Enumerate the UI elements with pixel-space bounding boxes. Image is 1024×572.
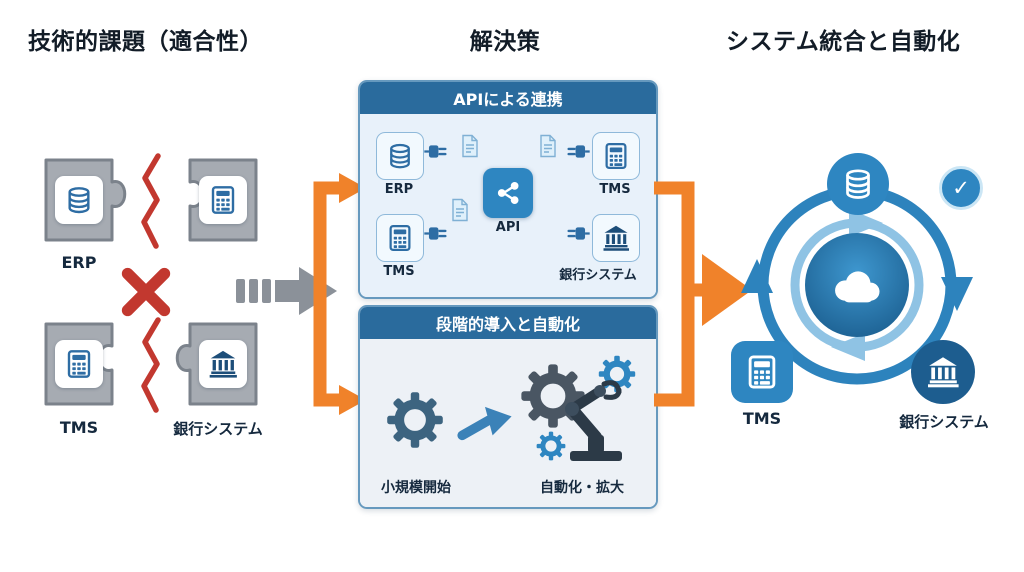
crack-icon xyxy=(141,153,161,249)
bank-label: 銀行システム xyxy=(173,420,263,438)
bank-icon xyxy=(207,348,239,380)
plug-icon xyxy=(424,142,451,161)
api-hub xyxy=(483,168,533,218)
api-tms-bottom-label: TMS xyxy=(383,264,415,279)
robot-arm-icon xyxy=(508,353,648,461)
flow-arrow-split xyxy=(313,173,366,415)
api-bank-label: 銀行システム xyxy=(559,268,637,283)
calculator-icon xyxy=(207,184,239,216)
phase-box-body: 小規模開始 自動化・拡大 xyxy=(360,339,656,507)
check-icon: ✓ xyxy=(952,176,970,200)
puzzle-piece-tms xyxy=(34,314,134,414)
x-mark-icon xyxy=(121,267,171,317)
result-bank-node xyxy=(911,340,975,404)
database-icon xyxy=(63,184,95,216)
calculator-icon xyxy=(743,353,781,391)
phase-solution-box: 段階的導入と自動化 小規模開始 xyxy=(358,305,658,509)
bank-tile xyxy=(592,214,640,262)
api-box-body: ERP TMS TMS 銀行システム API xyxy=(360,114,656,297)
result-tms-node xyxy=(731,341,793,403)
tms-bottom-tile xyxy=(376,214,424,262)
column-title-solutions: 解決策 xyxy=(469,29,541,55)
flow-arrow-merge xyxy=(654,181,752,407)
bank-icon xyxy=(925,354,961,390)
result-bank-label: 銀行システム xyxy=(899,413,989,431)
puzzle-piece-calc xyxy=(168,150,268,250)
tms-label: TMS xyxy=(59,418,99,437)
phase-expand-label: 自動化・拡大 xyxy=(540,480,624,496)
puzzle-piece-erp xyxy=(34,150,134,250)
column-title-result: システム統合と自動化 xyxy=(726,29,961,55)
crack-icon xyxy=(141,317,161,413)
api-erp-label: ERP xyxy=(384,182,414,197)
api-hub-label: API xyxy=(495,220,521,235)
bank-icon-tile xyxy=(199,340,247,388)
result-tms-label: TMS xyxy=(742,409,782,428)
tms-icon-tile xyxy=(55,340,103,388)
progress-arrow-icon xyxy=(457,406,512,441)
api-tms-top-label: TMS xyxy=(599,182,631,197)
gear-icon xyxy=(386,391,444,449)
bank-icon xyxy=(601,223,631,253)
document-icon xyxy=(460,134,480,158)
api-solution-box: APIによる連携 ERP TMS TMS 銀行システム xyxy=(358,80,658,299)
database-icon xyxy=(385,141,415,171)
puzzle-piece-bank xyxy=(168,314,268,414)
api-hub-icon xyxy=(493,178,523,208)
result-db-node xyxy=(827,153,889,215)
plug-icon xyxy=(563,224,590,243)
plug-icon xyxy=(563,142,590,161)
column-title-challenges: 技術的課題（適合性） xyxy=(28,29,263,55)
erp-label: ERP xyxy=(61,253,97,272)
tms-top-tile xyxy=(592,132,640,180)
document-icon xyxy=(450,198,470,222)
phase-box-header: 段階的導入と自動化 xyxy=(360,307,656,339)
calculator-icon xyxy=(385,223,415,253)
database-icon xyxy=(840,166,876,202)
api-box-header: APIによる連携 xyxy=(360,82,656,114)
plug-icon xyxy=(424,224,451,243)
check-badge: ✓ xyxy=(939,166,983,210)
calculator-icon xyxy=(63,348,95,380)
phase-start-label: 小規模開始 xyxy=(381,480,451,496)
erp-icon-tile xyxy=(55,176,103,224)
erp-tile xyxy=(376,132,424,180)
calc-icon-tile xyxy=(199,176,247,224)
document-icon xyxy=(538,134,558,158)
calculator-icon xyxy=(601,141,631,171)
